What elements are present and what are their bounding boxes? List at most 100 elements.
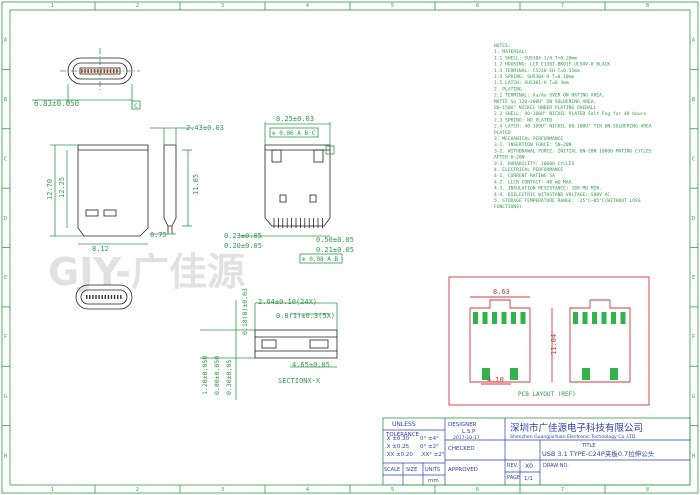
row-marker: B [692, 97, 695, 103]
col-marker: 8 [646, 487, 649, 493]
dim-11-05: 11.05 [192, 174, 200, 195]
company-en: Shenzhen GuangjiaYuan Electronic Technol… [510, 434, 636, 440]
plug-pin [107, 295, 110, 299]
company-cn: 深圳市广佳源电子科技有限公司 [510, 422, 643, 434]
dim-12-25: 12.25 [58, 177, 66, 198]
pcb-pad [473, 312, 478, 324]
note-line: 1.4 SPRING: SUS304-H T=0.10mm [494, 74, 574, 80]
dim-0-30: 0.30±0.05 [225, 360, 233, 395]
plug-pin [95, 295, 97, 299]
col-marker: 2 [136, 3, 139, 9]
col-marker: 2 [136, 487, 139, 493]
dim-0-75: 0.75 [150, 231, 167, 239]
col-marker: 1 [51, 487, 54, 493]
plug-pin [120, 295, 122, 299]
dim-8-25: 8.25±0.03 [276, 115, 314, 123]
contact-pin [113, 69, 115, 73]
note-line: 1.5 LATCH: SUS301-H T=0.4mm [494, 80, 569, 86]
note-line: 3. MECHANICAL PERFORMANCE [494, 136, 563, 142]
row-marker: A [692, 38, 695, 44]
note-line: 4-2. LLCR CONTACT: 40 mΩ MAX. [494, 179, 574, 185]
tol-linear: .X ±0.30 [385, 436, 410, 442]
draw-no-label: DRAW NO. [543, 463, 569, 469]
tolerance-label: TOLERANCE [385, 432, 420, 438]
thin-side-view: 2.43±0.03 11.05 0.75 [150, 124, 224, 239]
dim-1-20: 1.20±0.050 [201, 356, 209, 395]
pcb-caption: PCB LAYOUT (REF) [518, 391, 576, 398]
pcb-dim-side: 11.04 [550, 334, 558, 355]
plug-pin [92, 295, 94, 299]
col-marker: 7 [561, 3, 564, 9]
tol-linear: .X ±0.25 [385, 444, 410, 450]
col-marker: 1 [51, 3, 54, 9]
row-marker: F [4, 335, 7, 341]
note-line: 1.3 TERMINAL: C5210-EH T=0.15mm [494, 68, 580, 74]
side-view-left: 12.70 12.25 8.12 [46, 144, 149, 253]
col-marker: 6 [476, 3, 479, 9]
plug-pin [104, 295, 106, 299]
row-marker: D [692, 216, 695, 222]
dim-0-20: 0.20±0.05 [224, 242, 262, 250]
note-line: 1.1 SHELL: SUS304 1/4 T=0.20mm [494, 55, 577, 61]
col-marker: 7 [561, 487, 564, 493]
col-marker: 3 [221, 3, 224, 9]
page-value: 1/1 [524, 476, 533, 482]
tol-linear: .XX ±0.20 [385, 452, 413, 458]
note-line: 2.3 SPRING: NO PLATED [494, 117, 552, 123]
note-line: 5. STORAGE TEMPERATURE RANGE: -25°C~85°C… [494, 198, 641, 204]
col-marker: 5 [391, 487, 394, 493]
pcb-dim-bottom: 4.10 [487, 376, 504, 384]
pcb-shell-pad [482, 368, 490, 380]
pcb-pad [492, 312, 497, 324]
dim-0-21: 0.21±0.05 [316, 246, 354, 254]
tol-angular: 0° ±2° [420, 444, 439, 450]
note-line: 2. PLATING [494, 86, 522, 92]
designer-name: L.S.P [462, 429, 476, 435]
contact-pin [109, 69, 112, 73]
note-line: 2.4 LATCH: 40-100U" NICKEL 60-100U" TIN … [494, 124, 652, 130]
note-line: 80~150U" NICKEL UNDER PLATING OVERALL [494, 105, 597, 111]
plug-front-view [75, 284, 133, 310]
row-marker: H [4, 453, 7, 459]
tol-angular: 0° ±4° [420, 436, 439, 442]
note-line: 3-3. DURABILITY: 10000 CYCLES [494, 161, 574, 167]
note-line: NOTES: [494, 43, 511, 49]
col-marker: 6 [476, 487, 479, 493]
plug-pin [101, 295, 103, 299]
plug-pin [98, 295, 100, 299]
gdt-frame-1: ⊕ 0.06 A B C [272, 130, 316, 137]
dim-2-43: 2.43±0.03 [186, 124, 224, 132]
designer-label: DESIGNER [448, 422, 477, 428]
row-marker: B [4, 97, 7, 103]
notes-block: NOTES:1. MATERIAL: 1.1 SHELL: SUS304 1/4… [494, 43, 652, 210]
rev-label: REV. [507, 463, 518, 469]
design-date: 2017-10-17 [453, 435, 480, 441]
dim-0-18: 0.18(8)±0.03 [241, 288, 249, 335]
row-marker: C [692, 156, 695, 162]
pcb-dim-top: 8.63 [493, 288, 510, 296]
note-line: FUNCTIONS) [494, 204, 522, 210]
pcb-pad [573, 312, 578, 324]
dim-8-12: 8.12 [92, 245, 109, 253]
pcb-pad [482, 312, 488, 324]
note-line: 3-1. INSERTION FORCE: 5N~20N [494, 142, 572, 148]
row-marker: G [692, 394, 695, 400]
note-line: 2.2 SHELL: 40-100U" NICKEL PLATED Salt F… [494, 111, 646, 117]
scale-label: SCALE [384, 467, 400, 473]
top-view: 8.25±0.03 ⊕ 0.06 A B C 0.23±0.05 0.20±0.… [224, 115, 354, 264]
note-line: AFTER 6~20N [494, 155, 525, 161]
size-label: SIZE [406, 467, 417, 473]
note-line: 4. ELECTRICAL PERFORMANCE [494, 167, 563, 173]
contact-pin [87, 69, 89, 73]
col-marker: 5 [391, 3, 394, 9]
pcb-shell-pad [582, 368, 590, 380]
row-marker: F [692, 335, 695, 341]
note-line: MATTE Sn 120~200U" ON SOLDERING AREA, [494, 99, 596, 105]
note-line: 4-3. INSULATION RESISTANCE: 100 MΩ MIN. [494, 186, 602, 192]
plug-pin [110, 295, 113, 299]
dim-12-70: 12.70 [46, 179, 54, 200]
note-line: 1.2 HOUSING: LCP E130I-BK01F UL94V-0 BLA… [494, 62, 610, 68]
